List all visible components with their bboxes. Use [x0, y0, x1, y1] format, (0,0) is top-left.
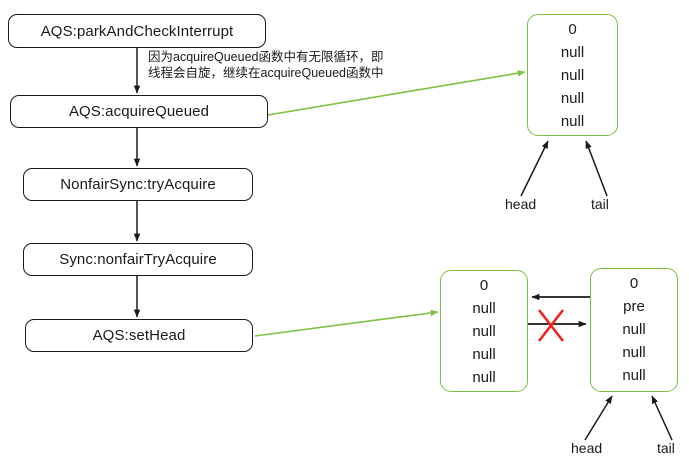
- flow-box-set-head[interactable]: AQS:setHead: [25, 319, 253, 352]
- node-cell: pre: [623, 298, 645, 315]
- flow-box-park-and-check-interrupt[interactable]: AQS:parkAndCheckInterrupt: [8, 14, 266, 48]
- broken-link-cross-icon: [537, 309, 565, 342]
- annotation-acquire-queued-loop: 因为acquireQueued函数中有无限循环，即 线程会自旋，继续在acqui…: [148, 49, 383, 81]
- pointer-label-bottom-tail: tail: [657, 440, 675, 456]
- node-cell: null: [472, 346, 496, 363]
- node-cell: null: [560, 90, 585, 107]
- node-cell: null: [560, 113, 585, 130]
- node-cell: 0: [568, 21, 577, 38]
- node-cell: null: [560, 44, 585, 61]
- pointer-arrow-bottom-tail: [651, 395, 673, 441]
- pointer-arrow-top-tail: [585, 140, 608, 197]
- annotation-line-1: 因为acquireQueued函数中有无限循环，即: [148, 50, 384, 64]
- node-cell: null: [622, 344, 646, 361]
- flow-box-label: Sync:nonfairTryAcquire: [59, 251, 217, 268]
- flow-box-nonfair-sync-try-acquire[interactable]: NonfairSync:tryAcquire: [23, 168, 253, 201]
- pointer-arrow-bottom-head: [584, 395, 613, 441]
- node-cell: 0: [629, 275, 639, 292]
- pointer-label-top-tail: tail: [591, 196, 609, 212]
- flow-box-label: AQS:parkAndCheckInterrupt: [40, 22, 234, 40]
- node-cell: null: [472, 300, 496, 317]
- node-cell: null: [622, 367, 646, 384]
- node-cell: null: [560, 67, 585, 84]
- flow-box-label: AQS:acquireQueued: [68, 103, 210, 120]
- pointer-label-top-head: head: [505, 196, 537, 212]
- node-box-bottom-right: 0 pre null null null: [590, 268, 678, 392]
- pointer-label-bottom-head: head: [571, 440, 603, 456]
- flow-box-label: NonfairSync:tryAcquire: [60, 176, 216, 193]
- node-box-top: 0 null null null null: [527, 14, 618, 136]
- green-arrow-sethead-to-bottom-node: [254, 309, 439, 337]
- node-cell: null: [472, 323, 496, 340]
- pointer-arrow-top-head: [520, 140, 549, 197]
- node-cell: null: [622, 321, 646, 338]
- node-cell: null: [472, 369, 496, 386]
- flow-box-label: AQS:setHead: [92, 327, 186, 344]
- flow-box-sync-nonfair-try-acquire[interactable]: Sync:nonfairTryAcquire: [23, 243, 253, 276]
- annotation-line-2: 线程会自旋，继续在acquireQueued函数中: [148, 66, 384, 80]
- flow-box-acquire-queued[interactable]: AQS:acquireQueued: [10, 95, 268, 128]
- node-box-bottom-left: 0 null null null null: [440, 270, 528, 392]
- node-cell: 0: [479, 277, 489, 294]
